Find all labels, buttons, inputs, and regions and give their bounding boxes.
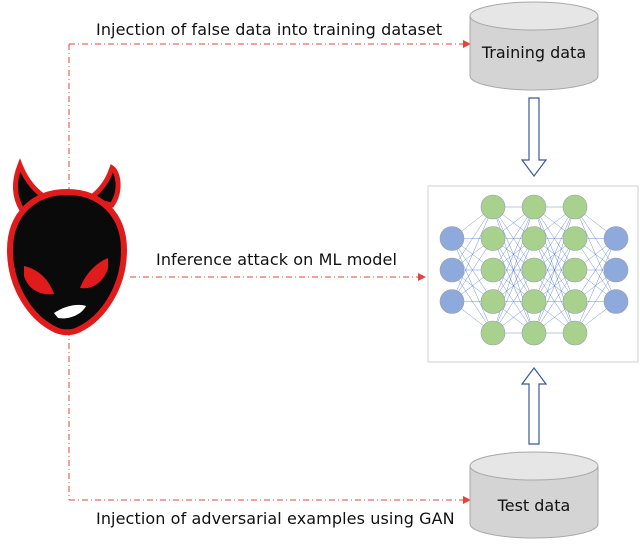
nn-hidden-node	[480, 194, 506, 220]
nn-edge	[451, 206, 494, 302]
nn-input-node	[439, 289, 465, 314]
test-data-label: Test data	[497, 496, 571, 515]
nn-edge	[492, 206, 535, 334]
nn-edge	[574, 238, 617, 302]
nn-edge	[533, 206, 576, 302]
nn-hidden-node	[562, 226, 588, 251]
nn-input-node	[439, 257, 465, 283]
nn-edge	[533, 269, 576, 334]
nn-hidden-node	[521, 226, 547, 251]
nn-hidden-node	[562, 320, 588, 346]
nn-input-node	[439, 226, 465, 251]
nn-hidden-node	[480, 289, 506, 314]
nn-edge	[451, 206, 494, 271]
nn-edge	[492, 238, 535, 334]
arrow-training-to-model	[520, 97, 548, 177]
nn-nodes	[439, 194, 629, 346]
devil-attacker-icon	[6, 158, 128, 336]
nn-edge	[492, 206, 535, 271]
nn-edge	[574, 238, 617, 334]
label-inference-attack: Inference attack on ML model	[156, 250, 398, 269]
arrow-test-to-model	[520, 367, 548, 445]
nn-hidden-node	[480, 257, 506, 283]
nn-edge	[533, 206, 576, 334]
test-data-cylinder	[469, 451, 599, 539]
nn-edge	[492, 206, 535, 302]
nn-output-node	[603, 289, 629, 314]
nn-edge	[492, 269, 535, 334]
nn-output-node	[603, 226, 629, 251]
training-data-cylinder	[469, 1, 599, 91]
nn-hidden-node	[562, 257, 588, 283]
nn-hidden-node	[521, 289, 547, 314]
nn-edge	[533, 206, 576, 271]
training-data-label: Training data	[481, 43, 587, 62]
nn-output-node	[603, 257, 629, 283]
nn-hidden-node	[521, 320, 547, 346]
nn-hidden-node	[480, 320, 506, 346]
nn-edge	[533, 238, 576, 334]
nn-hidden-node	[480, 226, 506, 251]
nn-hidden-node	[521, 257, 547, 283]
nn-hidden-node	[562, 289, 588, 314]
attack-lines	[68, 40, 471, 504]
label-adversarial-examples: Injection of adversarial examples using …	[96, 509, 455, 528]
nn-edge	[574, 269, 617, 334]
nn-edge	[451, 238, 494, 302]
nn-hidden-node	[521, 194, 547, 220]
nn-hidden-node	[562, 194, 588, 220]
label-training-poisoning: Injection of false data into training da…	[96, 20, 443, 39]
